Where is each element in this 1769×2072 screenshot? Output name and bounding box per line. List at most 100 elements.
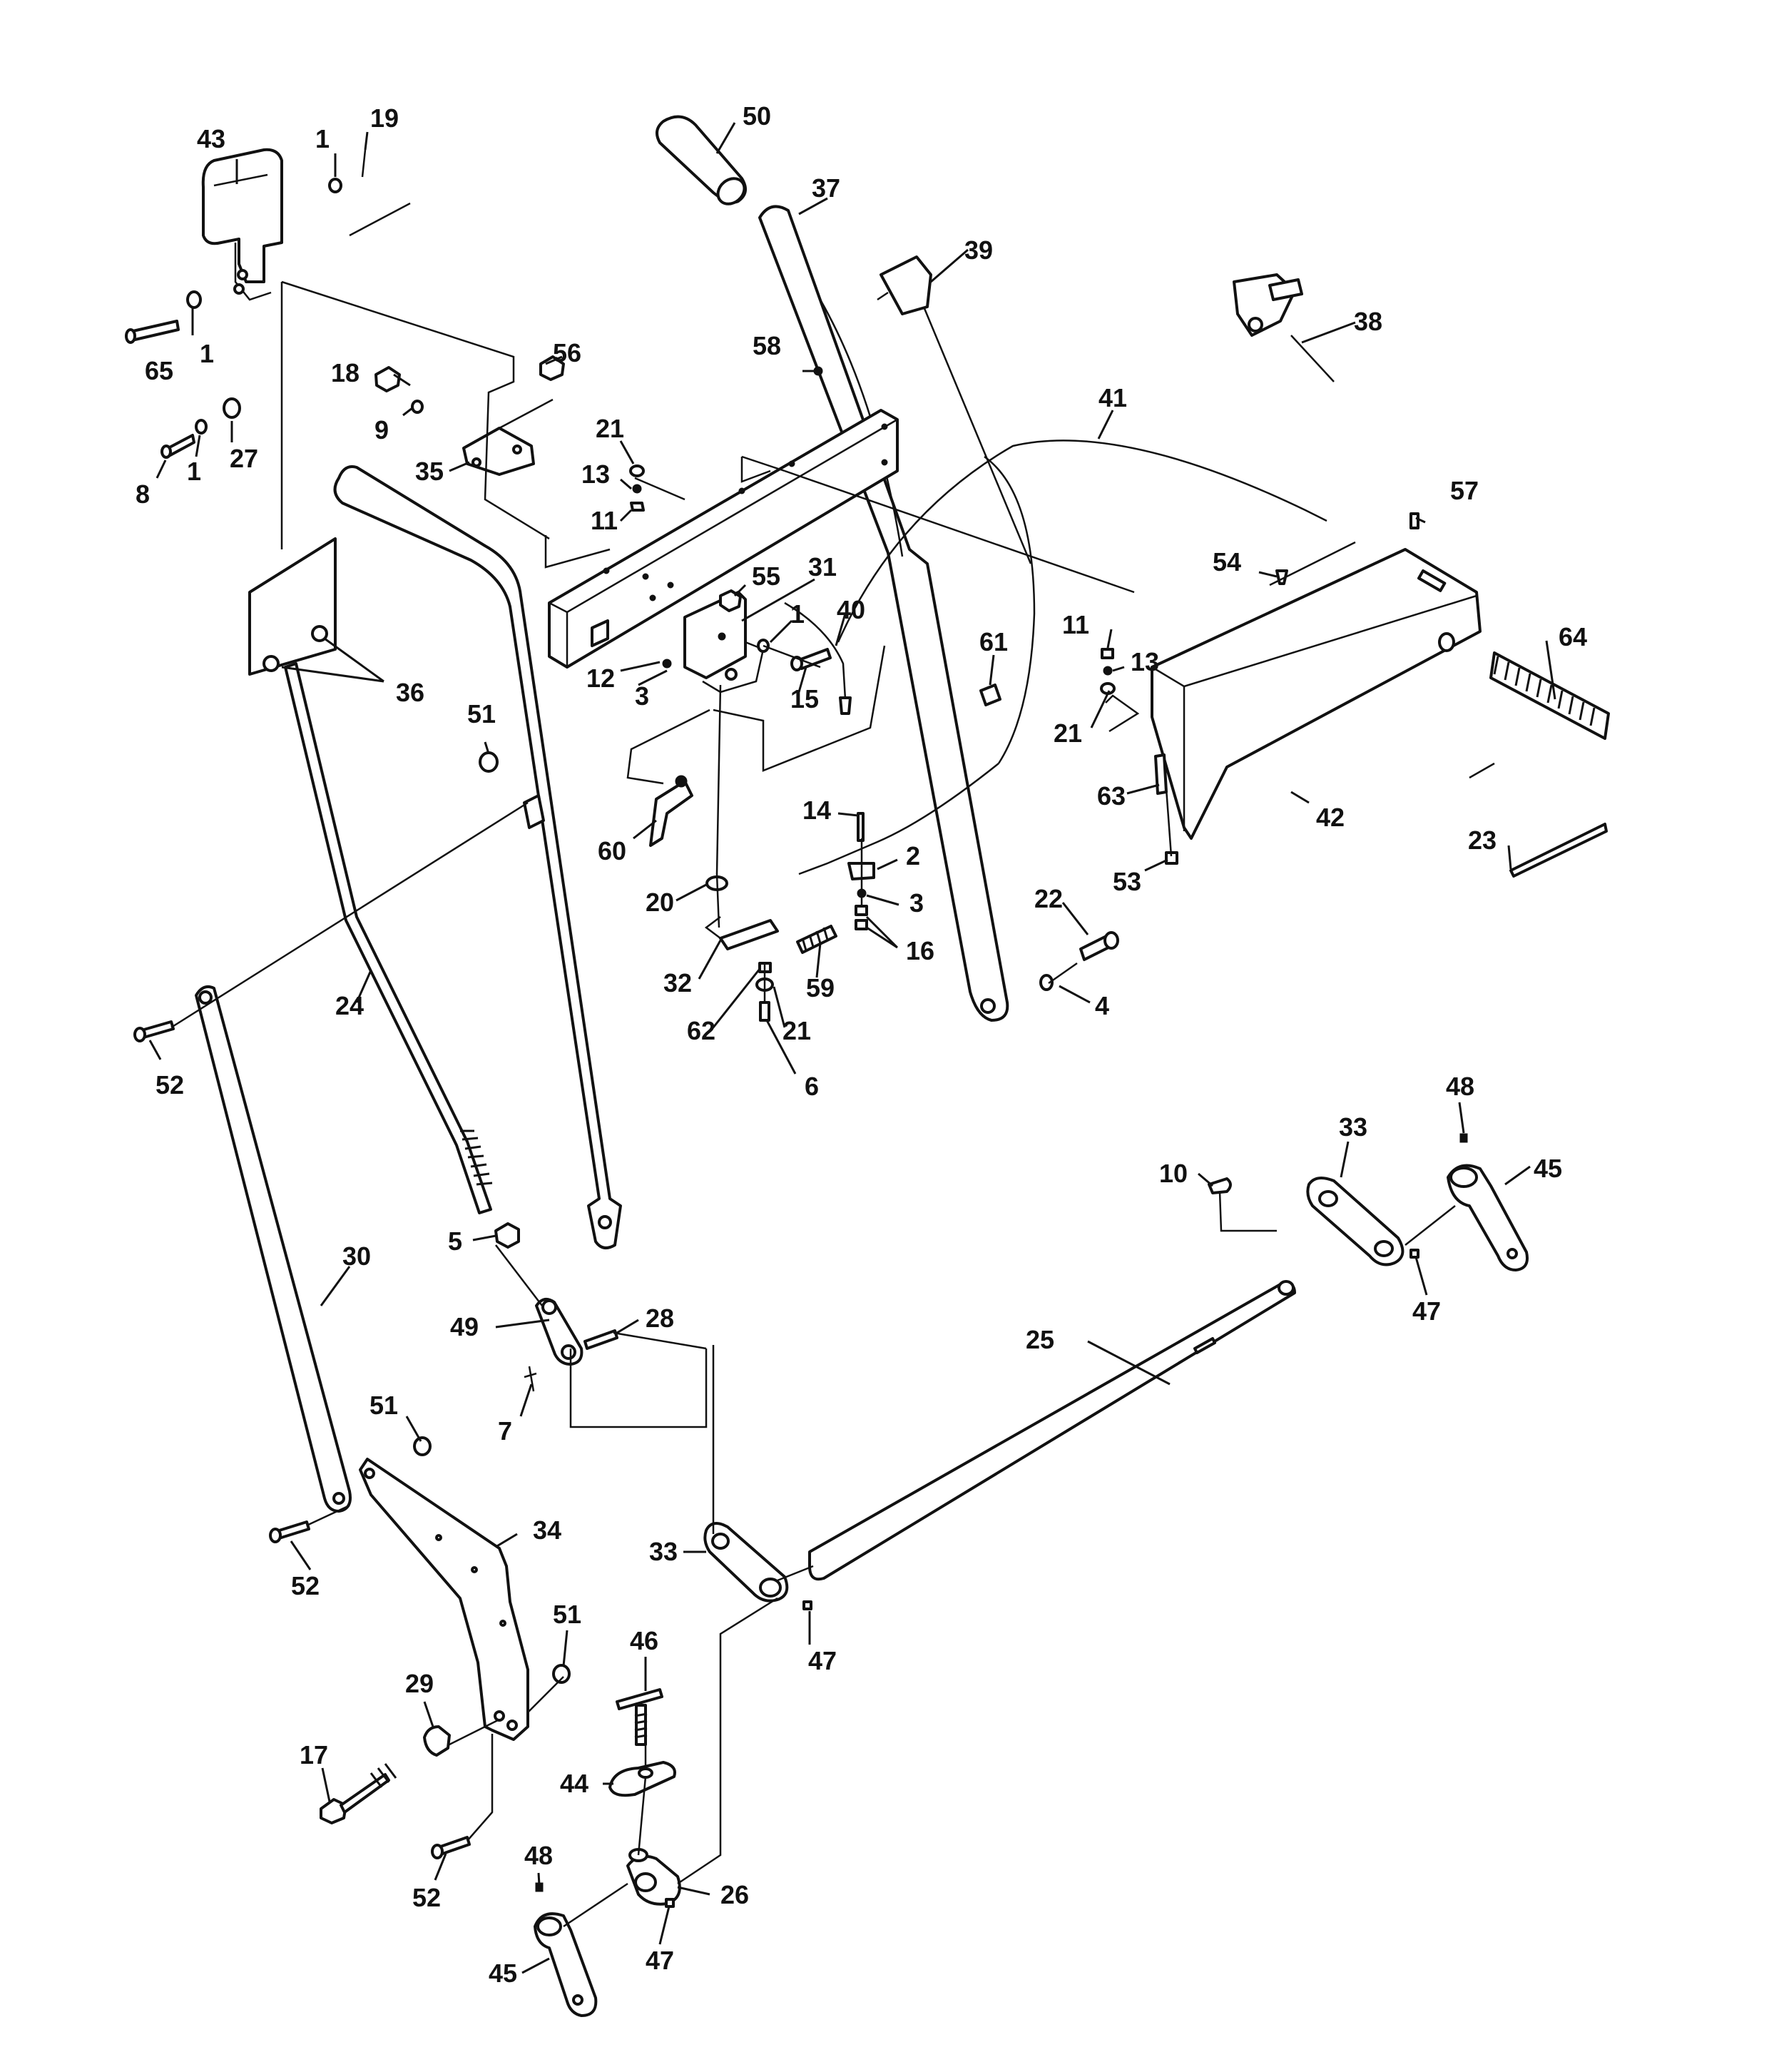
part-label: 28 <box>646 1304 674 1333</box>
part-label: 47 <box>646 1946 674 1975</box>
console-panel <box>548 409 899 669</box>
part-label: 1 <box>790 599 805 629</box>
part-label: 45 <box>489 1959 517 1988</box>
bracket-32 <box>704 916 779 950</box>
part-label: 23 <box>1468 826 1497 855</box>
part-label: 59 <box>806 973 835 1002</box>
part-label: 33 <box>1339 1112 1367 1142</box>
part-label: 60 <box>598 836 626 865</box>
part-label: 9 <box>374 415 389 445</box>
handle-left-24-frame <box>333 465 622 1249</box>
part-label: 47 <box>808 1646 837 1675</box>
part-label: 56 <box>553 338 581 367</box>
part-label: 32 <box>663 968 692 997</box>
part-label: 3 <box>909 888 924 918</box>
part-label: 15 <box>790 684 819 713</box>
part-label: 52 <box>291 1571 320 1600</box>
part-label: 52 <box>412 1883 441 1912</box>
handle-right-37 <box>758 205 1009 1022</box>
part-label: 25 <box>1026 1325 1054 1354</box>
shaft-25 <box>808 1280 1296 1581</box>
part-label: 4 <box>1095 991 1109 1020</box>
part-label: 17 <box>300 1740 328 1769</box>
link-33-right <box>1306 1177 1405 1266</box>
arm-45-lower <box>534 1912 598 2017</box>
part-label: 50 <box>743 101 771 131</box>
part-label: 20 <box>646 888 674 917</box>
part-label: 1 <box>200 339 214 368</box>
part-label: 55 <box>752 562 780 591</box>
assembly-lines <box>170 202 1495 1928</box>
part-label: 16 <box>906 936 934 965</box>
chute-42 <box>1151 548 1482 840</box>
part-label: 11 <box>1062 610 1089 639</box>
trigger-60 <box>649 775 693 847</box>
assembly-38 <box>1233 273 1335 382</box>
part-label: 63 <box>1097 781 1126 811</box>
plate-44 <box>608 1761 676 1797</box>
part-label: 47 <box>1412 1296 1441 1326</box>
part-label: 48 <box>1446 1072 1474 1101</box>
spring-64 <box>1489 651 1610 740</box>
part-label: 21 <box>596 414 624 443</box>
rod-30 <box>195 985 352 1513</box>
part-label: 11 <box>591 506 618 535</box>
part-label: 39 <box>964 235 993 265</box>
rod-24 <box>284 662 493 1214</box>
part-label: 38 <box>1354 307 1382 336</box>
part-label: 51 <box>467 699 496 728</box>
arm-45-right <box>1447 1164 1529 1271</box>
part-label: 36 <box>396 678 424 707</box>
part-label: 29 <box>405 1669 434 1698</box>
part-number-labels: 43 1 19 50 37 39 38 65 1 18 56 9 58 41 8… <box>136 101 1587 1988</box>
part-label: 19 <box>370 103 399 133</box>
part-label: 64 <box>1559 622 1587 651</box>
part-label: 1 <box>315 124 330 153</box>
part-label: 3 <box>635 681 649 711</box>
part-label: 1 <box>187 457 201 486</box>
part-label: 51 <box>553 1600 581 1629</box>
part-label: 34 <box>533 1515 561 1545</box>
link-33-lower <box>703 1522 789 1603</box>
part-label: 14 <box>802 796 831 825</box>
part-label: 22 <box>1034 884 1063 913</box>
handle-lock-43 <box>201 148 283 301</box>
part-label: 2 <box>906 841 920 870</box>
part-label: 54 <box>1213 547 1241 577</box>
part-label: 43 <box>197 124 225 153</box>
lever-39 <box>877 255 1032 564</box>
part-label: 58 <box>753 331 781 360</box>
part-label: 13 <box>1131 647 1159 676</box>
bracket-35 <box>462 427 535 476</box>
part-label: 44 <box>560 1769 588 1798</box>
pin-46 <box>616 1688 663 1746</box>
part-label: 13 <box>581 459 610 489</box>
clevis-49 <box>535 1298 583 1366</box>
spring-59 <box>796 925 837 954</box>
part-label: 7 <box>498 1416 512 1446</box>
part-label: 37 <box>812 173 840 203</box>
mounting-plate-36 <box>248 537 337 676</box>
part-label: 49 <box>450 1312 479 1341</box>
cable-40 <box>784 601 852 715</box>
part-label: 48 <box>524 1841 553 1870</box>
part-label: 27 <box>230 444 258 473</box>
part-label: 65 <box>145 356 173 385</box>
nut-5 <box>494 1222 520 1249</box>
rod-23 <box>1509 823 1608 878</box>
part-label: 42 <box>1316 803 1345 832</box>
leader-lines <box>148 122 1556 1974</box>
part-label: 12 <box>586 664 615 693</box>
part-label: 8 <box>136 479 150 509</box>
part-label: 10 <box>1159 1159 1188 1188</box>
part-label: 61 <box>979 627 1008 656</box>
part-label: 21 <box>782 1016 811 1045</box>
part-label: 6 <box>805 1072 819 1101</box>
part-label: 21 <box>1054 718 1082 748</box>
handle-grip-50 <box>656 115 747 205</box>
part-label: 41 <box>1098 383 1127 412</box>
spacer-29-bolt-17 <box>320 1725 451 1824</box>
part-label: 5 <box>448 1227 462 1256</box>
part-label: 53 <box>1113 867 1141 896</box>
collar-26 <box>626 1848 681 1906</box>
